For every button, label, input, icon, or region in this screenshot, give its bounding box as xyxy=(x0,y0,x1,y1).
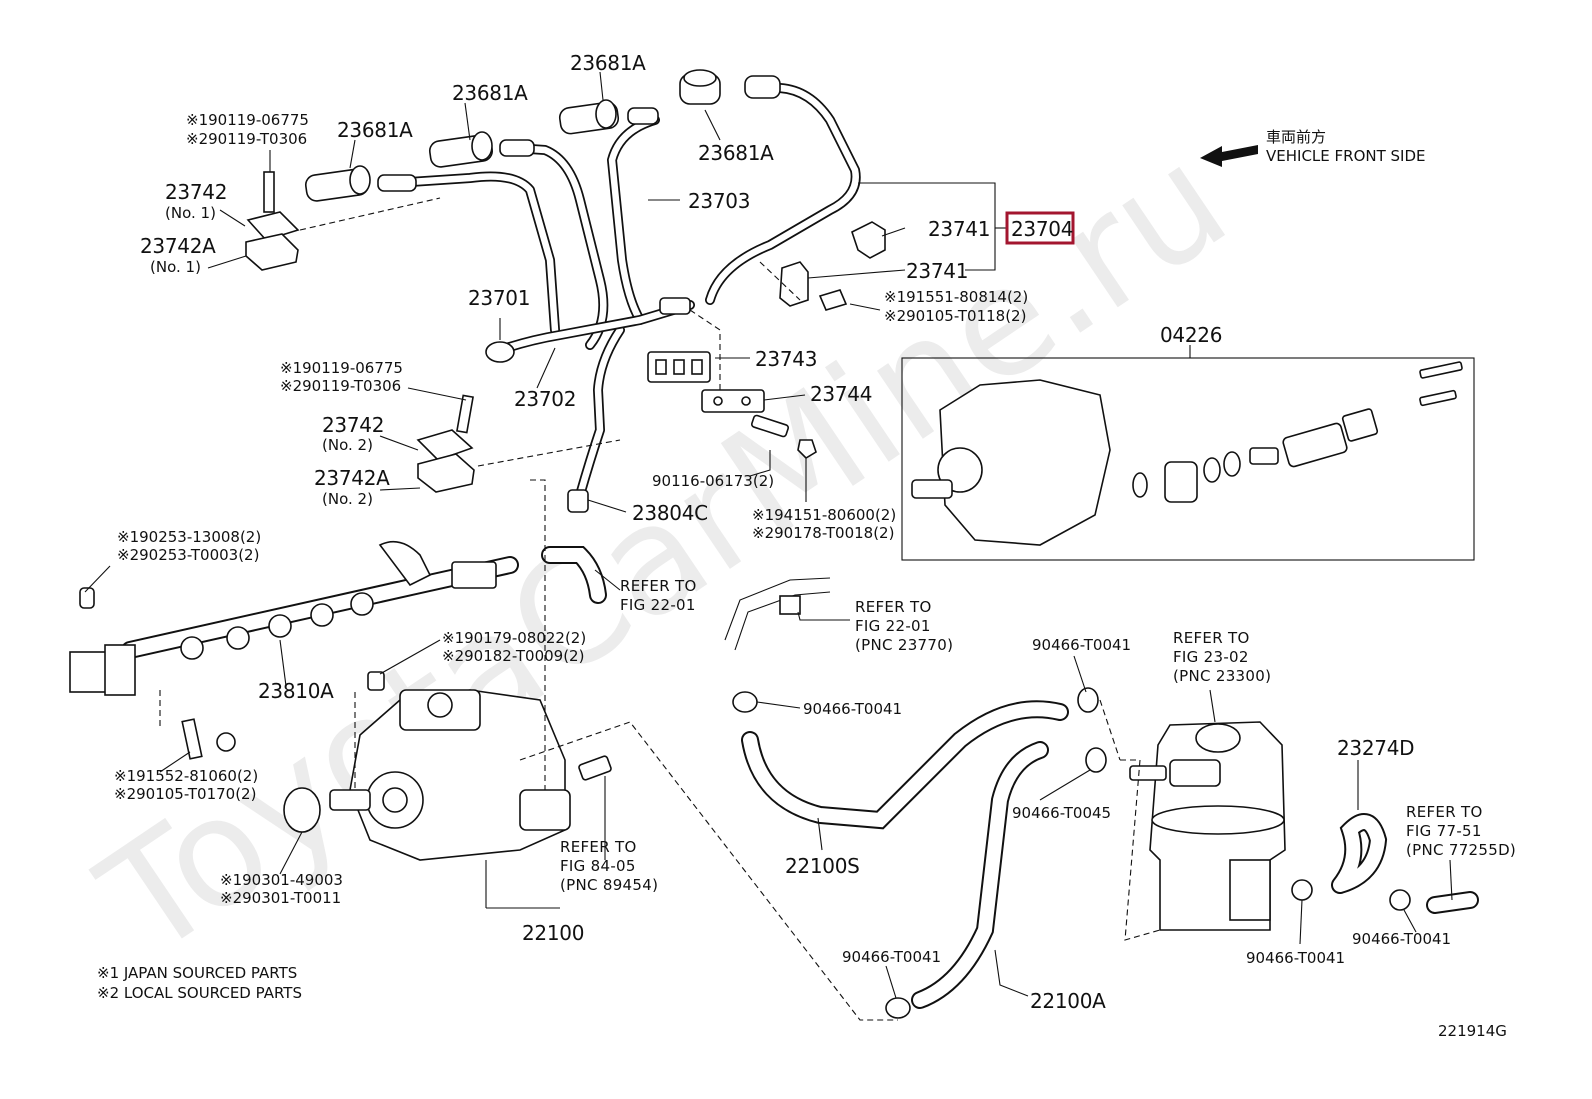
clamp-23742 xyxy=(245,171,475,493)
bolt-90116 xyxy=(751,414,817,460)
label-bolt-ref: ※290182-T0009(2) xyxy=(442,647,584,665)
label-23274D: 23274D xyxy=(1337,736,1414,760)
refer-to-fig: REFER TO xyxy=(1173,629,1250,647)
label-90466-T0041: 90466-T0041 xyxy=(1032,636,1131,654)
bracket-23741 xyxy=(779,221,886,311)
label-23742A: 23742A xyxy=(314,466,390,490)
label-bolt-ref: ※191551-80814(2) xyxy=(884,288,1028,306)
label-23744: 23744 xyxy=(810,382,872,406)
label-23804C: 23804C xyxy=(632,501,708,525)
label-23704[interactable]: 23704 xyxy=(1011,217,1073,241)
refer-to-fig: (PNC 77255D) xyxy=(1406,841,1516,859)
refer-to-fig: (PNC 89454) xyxy=(560,876,658,894)
common-rail-23810A xyxy=(69,540,519,696)
label-bolt-ref: ※290105-T0170(2) xyxy=(114,785,256,803)
label-23742A: 23742A xyxy=(140,234,216,258)
refer-to-fig: FIG 84-05 xyxy=(560,857,636,875)
label-90116: 90116-06173(2) xyxy=(652,472,774,490)
label-23681A: 23681A xyxy=(452,81,528,105)
vehicle-front-en: VEHICLE FRONT SIDE xyxy=(1266,147,1426,165)
label-90466-T0045: 90466-T0045 xyxy=(1012,804,1111,822)
label-bolt-ref: ※191552-81060(2) xyxy=(114,767,258,785)
refer-labels: REFER TO FIG 22-01 REFER TO FIG 22-01 (P… xyxy=(560,577,1516,894)
label-23702: 23702 xyxy=(514,387,576,411)
vehicle-front-jp: 車両前方 xyxy=(1266,128,1326,146)
vehicle-front-arrow-icon xyxy=(1200,145,1258,167)
refer-to-fig: REFER TO xyxy=(620,577,697,595)
injection-pipes xyxy=(304,69,861,513)
label-22100: 22100 xyxy=(522,921,584,945)
refer-to-fig: FIG 23-02 xyxy=(1173,648,1249,666)
hose-clips xyxy=(732,687,1411,1019)
clamp-23743 xyxy=(647,351,711,383)
label-bolt-ref: ※290178-T0018(2) xyxy=(752,524,894,542)
label-23742: 23742 xyxy=(165,180,227,204)
label-23743: 23743 xyxy=(755,347,817,371)
label-23742A-sub: (No. 1) xyxy=(150,258,201,276)
label-23810A: 23810A xyxy=(258,679,334,703)
label-bolt-ref: ※194151-80600(2) xyxy=(752,506,896,524)
label-22100A: 22100A xyxy=(1030,989,1106,1013)
misc-labels: 車両前方 VEHICLE FRONT SIDE ※1 JAPAN SOURCED… xyxy=(97,128,1507,1040)
label-23681A: 23681A xyxy=(337,118,413,142)
label-23703: 23703 xyxy=(688,189,750,213)
supply-pump-22100 xyxy=(283,671,571,861)
label-90466-T0041: 90466-T0041 xyxy=(1352,930,1451,948)
label-23742: 23742 xyxy=(322,413,384,437)
label-90466-T0041: 90466-T0041 xyxy=(842,948,941,966)
clip-labels: 90466-T0041 90466-T0041 90466-T0045 9046… xyxy=(803,636,1451,967)
label-90466-T0041: 90466-T0041 xyxy=(803,700,902,718)
leader-lines xyxy=(84,71,1453,999)
label-bolt-ref: ※290253-T0003(2) xyxy=(117,546,259,564)
label-23681A: 23681A xyxy=(698,141,774,165)
label-23701: 23701 xyxy=(468,286,530,310)
label-90466-T0041: 90466-T0041 xyxy=(1246,949,1345,967)
label-23741: 23741 xyxy=(928,217,990,241)
figure-code: 221914G xyxy=(1438,1022,1507,1040)
highlight-23704 xyxy=(1005,211,1075,245)
label-bolt-ref: ※190253-13008(2) xyxy=(117,528,261,546)
label-23741: 23741 xyxy=(906,259,968,283)
label-23742A-sub: (No. 2) xyxy=(322,490,373,508)
refer-to-fig: REFER TO xyxy=(1406,803,1483,821)
refer-to-fig: REFER TO xyxy=(560,838,637,856)
label-22100S: 22100S xyxy=(785,854,860,878)
label-bolt-ref: ※290105-T0118(2) xyxy=(884,307,1026,325)
part-labels: 23681A 23681A 23681A 23681A 23703 23741 … xyxy=(140,51,1415,1013)
refer-to-fig: FIG 22-01 xyxy=(855,617,931,635)
dashed-guides xyxy=(159,197,1161,1021)
label-bolt-ref: ※190119-06775 xyxy=(186,111,309,129)
bolt-labels: ※190119-06775 ※290119-T0306 ※190119-0677… xyxy=(114,111,1028,907)
label-bolt-ref: ※290119-T0306 xyxy=(280,377,401,395)
label-23681A: 23681A xyxy=(570,51,646,75)
gasket-kit-04226-box xyxy=(901,357,1475,561)
fuel-hoses xyxy=(541,546,1479,1009)
label-bolt-ref: ※290301-T0011 xyxy=(220,889,341,907)
label-bolt-ref: ※190301-49003 xyxy=(220,871,343,889)
clamp-23744 xyxy=(701,389,765,413)
refer-to-fig: (PNC 23770) xyxy=(855,636,953,654)
legend-local: ※2 LOCAL SOURCED PARTS xyxy=(97,984,302,1002)
legend-japan: ※1 JAPAN SOURCED PARTS xyxy=(97,964,297,982)
refer-to-fig: FIG 22-01 xyxy=(620,596,696,614)
pump-fitting xyxy=(181,718,612,781)
refer-to-fig: FIG 77-51 xyxy=(1406,822,1482,840)
label-04226: 04226 xyxy=(1160,323,1222,347)
label-bolt-ref: ※190119-06775 xyxy=(280,359,403,377)
refer-to-fig: REFER TO xyxy=(855,598,932,616)
label-23742-sub: (No. 2) xyxy=(322,436,373,454)
label-bolt-ref: ※290119-T0306 xyxy=(186,130,307,148)
label-23742-sub: (No. 1) xyxy=(165,204,216,222)
label-bolt-ref: ※190179-08022(2) xyxy=(442,629,586,647)
fuel-filter xyxy=(1129,721,1286,931)
refer-to-fig: (PNC 23300) xyxy=(1173,667,1271,685)
